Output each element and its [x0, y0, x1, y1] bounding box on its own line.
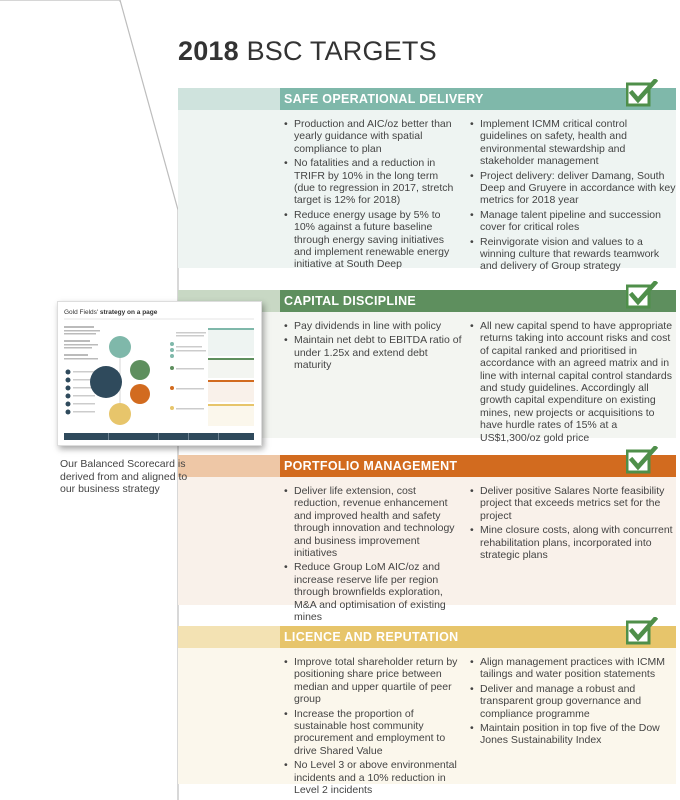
right-column: Implement ICMM critical control guidelin… — [470, 118, 676, 275]
list-item: Production and AIC/oz better than yearly… — [284, 118, 456, 155]
list-item: Maintain net debt to EBITDA ratio of und… — [284, 334, 464, 371]
list-item: Reduce energy usage by 5% to 10% against… — [284, 209, 456, 271]
list-item: Reinvigorate vision and values to a winn… — [470, 236, 676, 273]
section-banner: LICENCE AND REPUTATION — [178, 626, 676, 648]
section-heading: LICENCE AND REPUTATION — [280, 626, 676, 648]
list-item: Manage talent pipeline and succession co… — [470, 209, 676, 234]
thumbnail-caption: Our Balanced Scorecard is derived from a… — [60, 458, 188, 495]
list-item: All new capital spend to have appropriat… — [470, 320, 676, 444]
section-heading: SAFE OPERATIONAL DELIVERY — [280, 88, 676, 110]
right-column: Align management practices with ICMM tai… — [470, 656, 676, 749]
right-column: Deliver positive Salares Norte feasibili… — [470, 485, 676, 563]
left-column: Deliver life extension, cost reduction, … — [284, 485, 464, 625]
svg-text:Gold Fields' strategy on a pag: Gold Fields' strategy on a page — [64, 309, 158, 316]
list-item: Maintain position in top five of the Dow… — [470, 722, 676, 747]
list-item: Increase the proportion of sustainable h… — [284, 708, 464, 758]
strategy-thumbnail: Gold Fields' strategy on a page — [57, 301, 262, 446]
section-body: Improve total shareholder return by posi… — [178, 648, 676, 796]
section-banner: PORTFOLIO MANAGEMENT — [178, 455, 676, 477]
list-item: Mine closure costs, along with concurren… — [470, 524, 676, 561]
list-item: Improve total shareholder return by posi… — [284, 656, 464, 706]
checkmark-icon — [626, 446, 658, 474]
page-title: 2018 BSC TARGETS — [178, 36, 437, 66]
strategy-diagram-image: Gold Fields' strategy on a page — [64, 309, 254, 440]
right-column: All new capital spend to have appropriat… — [470, 320, 676, 446]
list-item: Pay dividends in line with policy — [284, 320, 464, 333]
list-item: Deliver positive Salares Norte feasibili… — [470, 485, 676, 522]
section-heading: CAPITAL DISCIPLINE — [280, 290, 676, 312]
list-item: No fatalities and a reduction in TRIFR b… — [284, 157, 456, 207]
list-item: Implement ICMM critical control guidelin… — [470, 118, 676, 168]
section-banner: CAPITAL DISCIPLINE — [178, 290, 676, 312]
list-item: No Level 3 or above environmental incide… — [284, 759, 464, 796]
list-item: Project delivery: deliver Damang, South … — [470, 170, 676, 207]
list-item: Align management practices with ICMM tai… — [470, 656, 676, 681]
section-body: Production and AIC/oz better than yearly… — [178, 110, 676, 272]
section-licence-and-reputation: LICENCE AND REPUTATION Improve total sha… — [178, 617, 676, 796]
checkmark-icon — [626, 79, 658, 107]
section-heading: PORTFOLIO MANAGEMENT — [280, 455, 676, 477]
section-safe-operational-delivery: SAFE OPERATIONAL DELIVERY Production and… — [178, 79, 676, 272]
list-item: Reduce Group LoM AIC/oz and increase res… — [284, 561, 464, 623]
left-column: Pay dividends in line with policy Mainta… — [284, 320, 464, 374]
left-column: Improve total shareholder return by posi… — [284, 656, 464, 798]
left-column: Production and AIC/oz better than yearly… — [284, 118, 456, 273]
checkmark-icon — [626, 281, 658, 309]
section-body: Deliver life extension, cost reduction, … — [178, 477, 676, 623]
checkmark-icon — [626, 617, 658, 645]
list-item: Deliver life extension, cost reduction, … — [284, 485, 464, 559]
section-banner: SAFE OPERATIONAL DELIVERY — [178, 88, 676, 110]
section-portfolio-management: PORTFOLIO MANAGEMENT Deliver life extens… — [178, 446, 676, 623]
list-item: Deliver and manage a robust and transpar… — [470, 683, 676, 720]
